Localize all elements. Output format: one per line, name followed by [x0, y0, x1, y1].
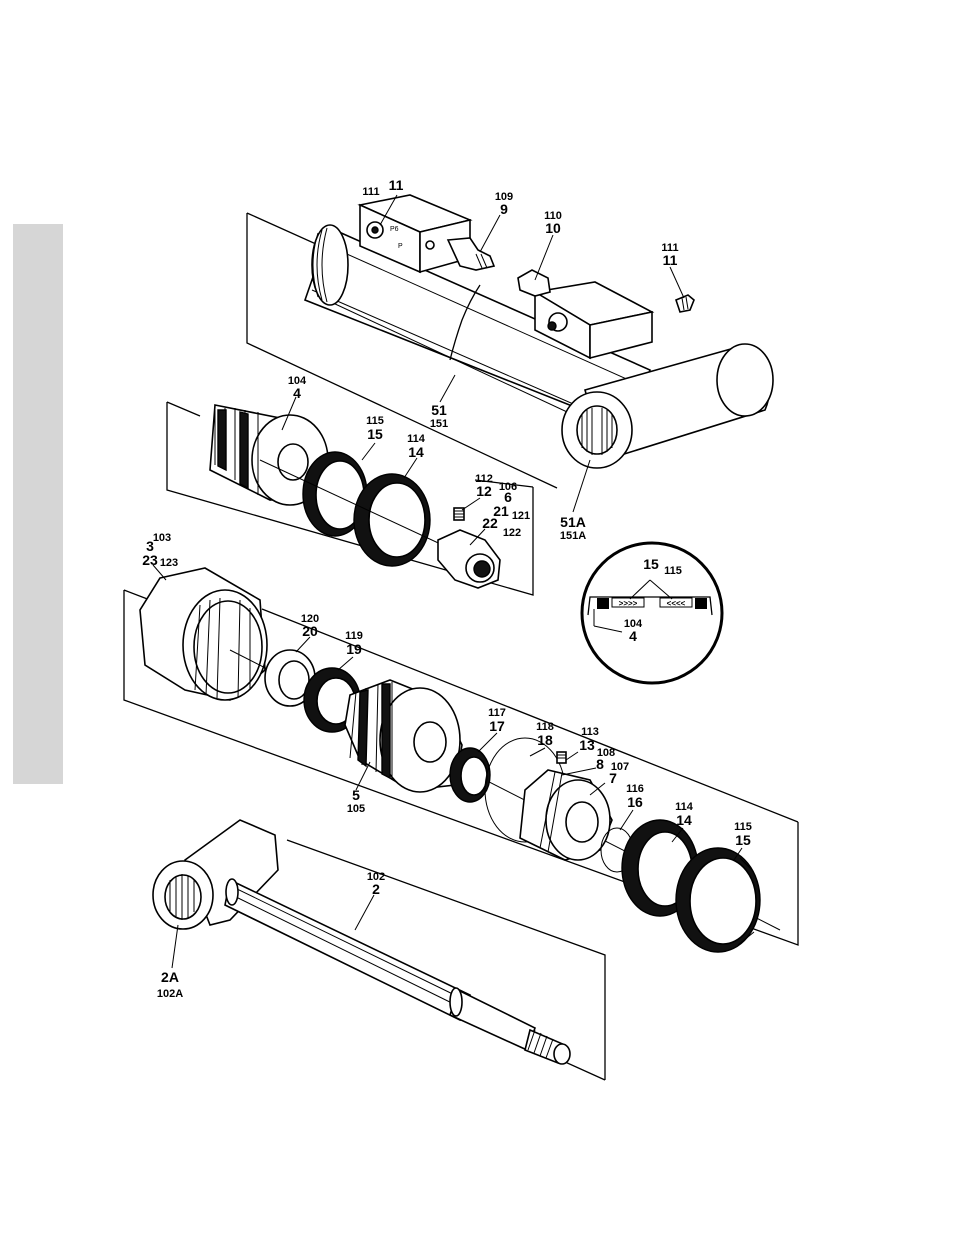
- label-121: 121: [512, 510, 530, 522]
- label-2: 2: [372, 881, 380, 897]
- label-11-right: 11: [663, 252, 678, 268]
- label-17: 17: [489, 718, 505, 734]
- label-115-detail: 115: [664, 565, 682, 577]
- label-51A: 51A: [560, 514, 586, 530]
- label-13: 13: [579, 737, 595, 753]
- label-18: 18: [537, 732, 553, 748]
- label-111-top: 111: [362, 186, 379, 198]
- label-8: 8: [596, 756, 604, 772]
- label-16: 16: [627, 794, 643, 810]
- label-19: 19: [346, 641, 362, 657]
- label-7: 7: [609, 770, 617, 786]
- label-105: 105: [347, 803, 365, 815]
- label-15-piston: 15: [735, 832, 751, 848]
- label-4-detail: 4: [629, 628, 637, 644]
- seal-chevrons-left: >>>>: [619, 599, 638, 608]
- ring-17: [450, 748, 490, 802]
- label-103: 103: [153, 532, 171, 544]
- label-122: 122: [503, 527, 521, 539]
- label-102A: 102A: [157, 988, 183, 1000]
- label-123: 123: [160, 557, 178, 569]
- label-51: 51: [431, 402, 447, 418]
- collar-7: [520, 770, 612, 860]
- label-20: 20: [302, 623, 318, 639]
- label-12: 12: [476, 483, 492, 499]
- label-14-piston: 14: [676, 812, 692, 828]
- label-2A: 2A: [161, 969, 179, 985]
- valve-mark-p: P: [398, 243, 403, 250]
- seal-chevrons-right: <<<<: [667, 599, 686, 608]
- label-5: 5: [352, 787, 360, 803]
- ring-15-piston: [676, 848, 760, 952]
- label-4-head: 4: [293, 385, 301, 401]
- nut-22: [438, 530, 500, 588]
- rod-part-2: [153, 820, 570, 1064]
- nut-23: [140, 568, 267, 700]
- ring-14-head: [354, 474, 430, 566]
- label-23: 23: [142, 552, 158, 568]
- label-15-detail: 15: [643, 556, 659, 572]
- label-9: 9: [500, 201, 508, 217]
- label-151A: 151A: [560, 530, 586, 542]
- valve-mark-p6: P6: [390, 226, 399, 233]
- label-22: 22: [482, 515, 498, 531]
- label-15-head: 15: [367, 426, 383, 442]
- setscrew-13: [557, 752, 566, 763]
- label-14-head: 14: [408, 444, 424, 460]
- label-10: 10: [545, 220, 561, 236]
- label-151: 151: [430, 418, 448, 430]
- label-11-top: 11: [389, 177, 404, 193]
- piston-5: [345, 680, 462, 792]
